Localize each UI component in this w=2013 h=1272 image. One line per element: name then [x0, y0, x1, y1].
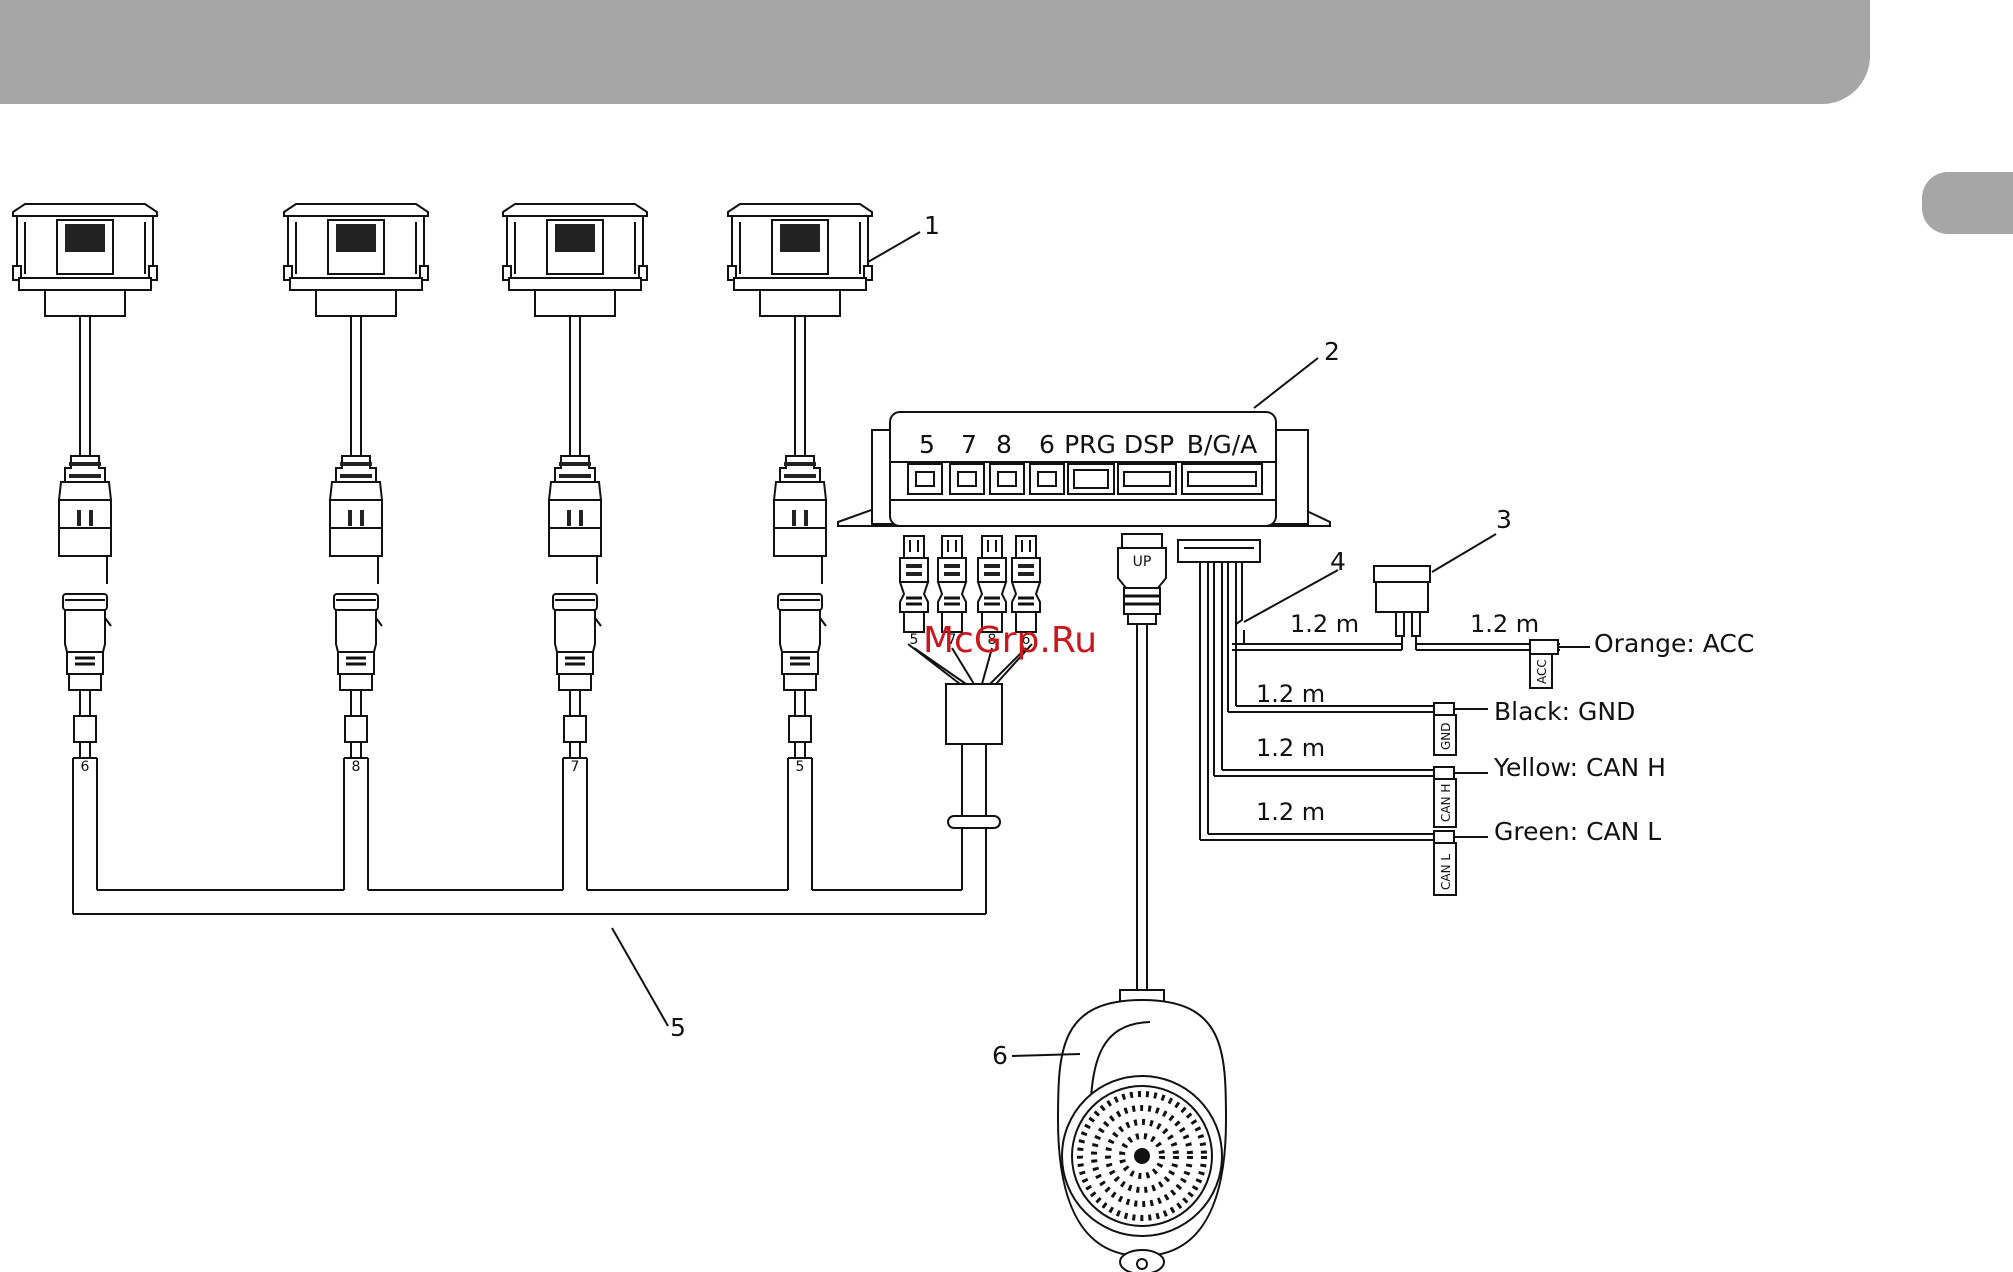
- wire-tag-canl: CAN L: [1439, 854, 1453, 890]
- port-label-7: 7: [961, 430, 977, 459]
- wire-tag-gnd: GND: [1439, 722, 1453, 750]
- wire-tag-acc: ACC: [1535, 659, 1549, 684]
- callout-4: 4: [1330, 547, 1346, 576]
- switch-wire-length: 1.2 m: [1470, 610, 1539, 638]
- callout-5: 5: [670, 1013, 686, 1042]
- watermark: McGrp.Ru: [923, 620, 1097, 661]
- sensor-cable-number: 6: [81, 759, 90, 775]
- wire-name-acc: Orange: ACC: [1594, 629, 1754, 658]
- wire-name-canh: Yellow: CAN H: [1493, 753, 1666, 782]
- wire-name-gnd: Black: GND: [1494, 697, 1635, 726]
- port-label-dsp: DSP: [1124, 430, 1174, 459]
- harness-connector-number: 5: [910, 632, 919, 648]
- sensor-cable-number: 5: [796, 759, 805, 775]
- port-label-bga: B/G/A: [1187, 430, 1257, 459]
- display-plug-label: UP: [1133, 554, 1152, 570]
- buzzer-speaker: [1058, 990, 1226, 1272]
- port-label-5: 5: [919, 430, 935, 459]
- wire-length-canl: 1.2 m: [1256, 798, 1325, 826]
- sensor-cable-number: 8: [352, 759, 361, 775]
- sensor-harness: [73, 644, 1032, 914]
- harness-plug-8: [978, 536, 1006, 632]
- port-label-6: 6: [1039, 430, 1055, 459]
- callout-6: 6: [992, 1041, 1008, 1070]
- wire-name-canl: Green: CAN L: [1494, 817, 1661, 846]
- callout-3: 3: [1496, 505, 1512, 534]
- callout-1: 1: [924, 211, 940, 240]
- sensor-cable-number: 7: [571, 759, 580, 775]
- display-plug: [1118, 534, 1166, 990]
- harness-plug-7: [938, 536, 966, 632]
- port-label-prg: PRG: [1064, 430, 1116, 459]
- wire-tag-canh: CAN H: [1439, 784, 1453, 822]
- port-label-8: 8: [996, 430, 1012, 459]
- harness-plug-5: [900, 536, 928, 632]
- callout-2: 2: [1324, 337, 1340, 366]
- wire-length-canh: 1.2 m: [1256, 734, 1325, 762]
- wire-length-acc: 1.2 m: [1290, 610, 1359, 638]
- harness-plug-6: [1012, 536, 1040, 632]
- wire-length-gnd: 1.2 m: [1256, 680, 1325, 708]
